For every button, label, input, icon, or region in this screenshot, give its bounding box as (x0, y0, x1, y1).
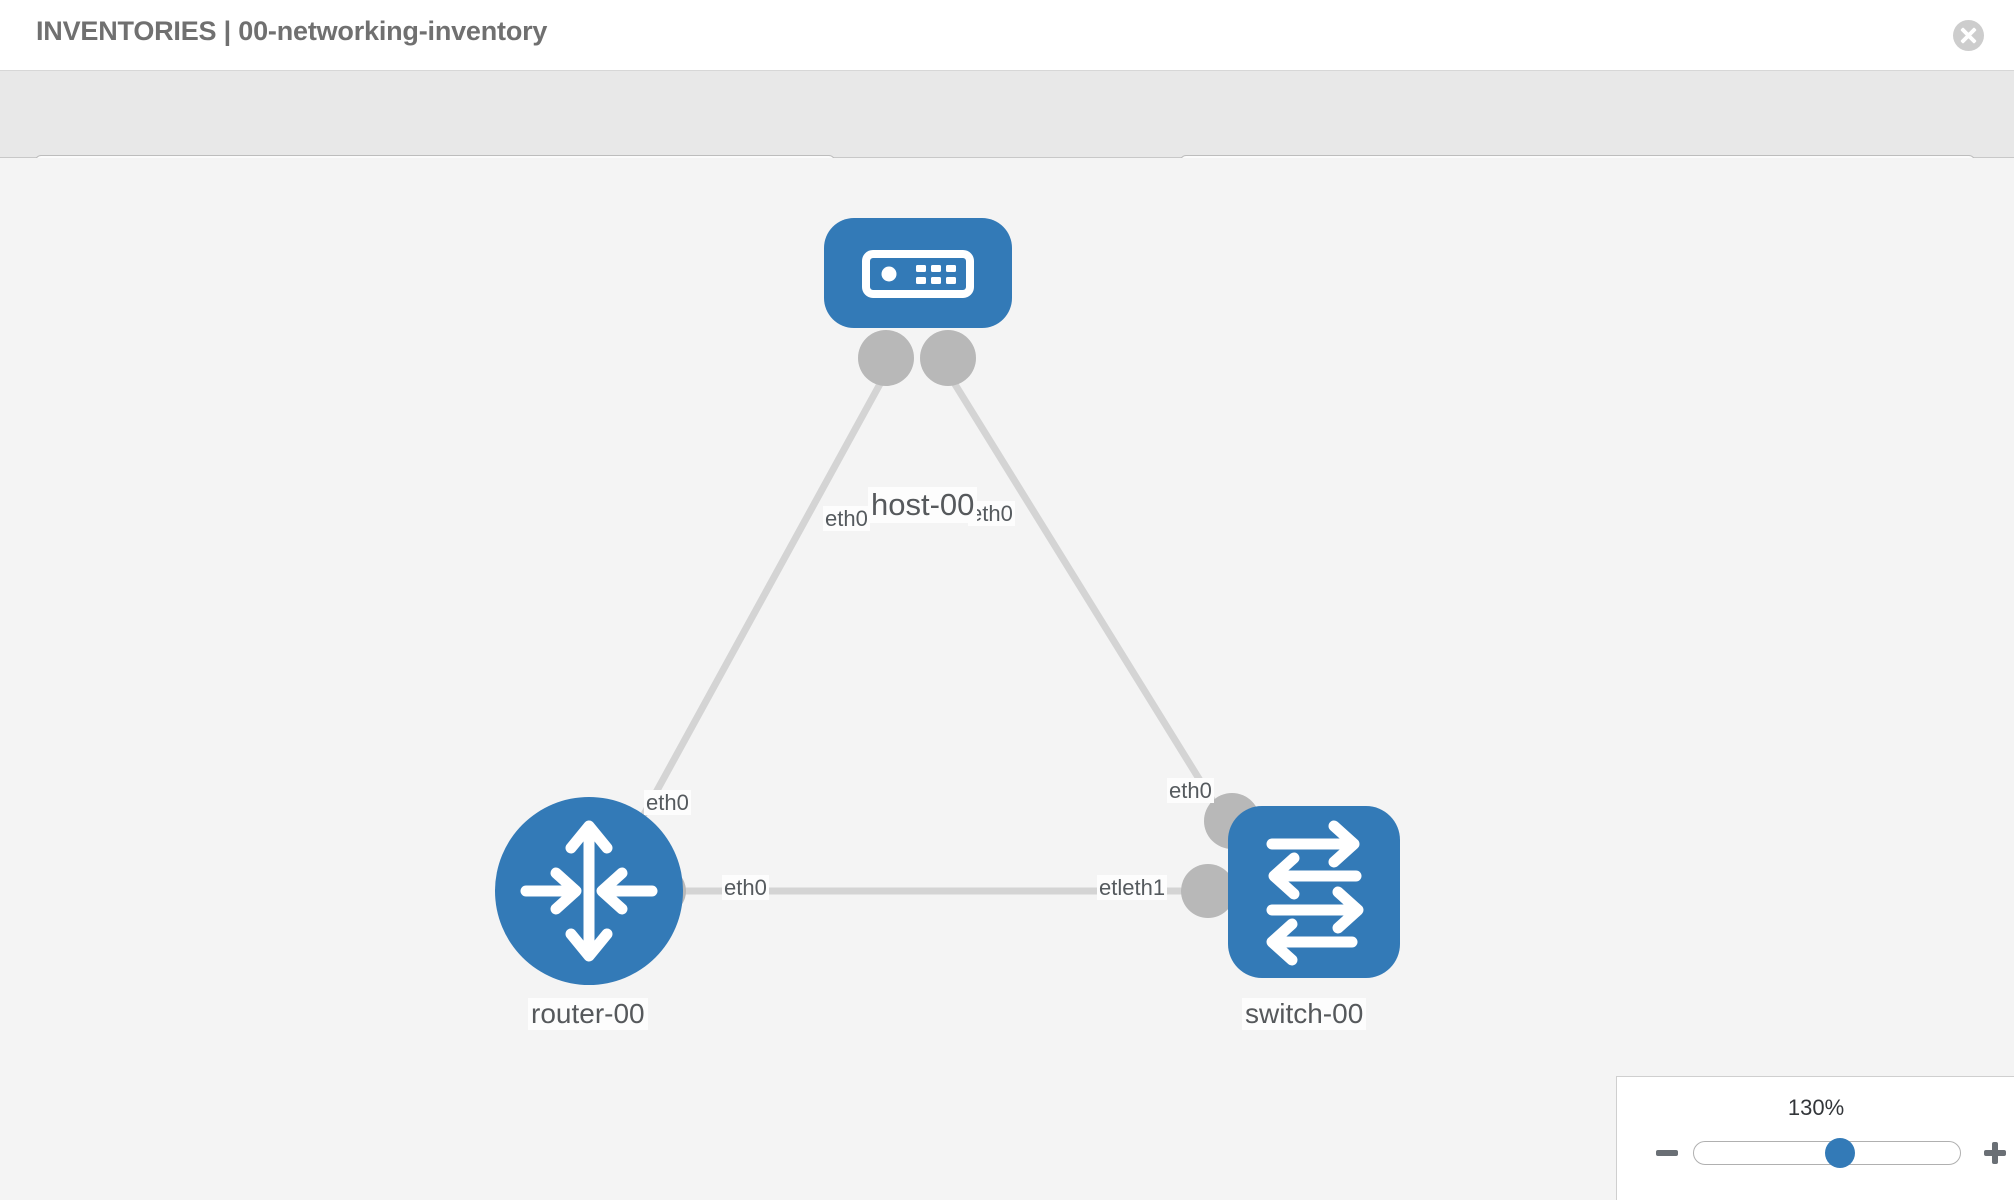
node-label-router-00: router-00 (528, 998, 648, 1030)
server-icon (862, 250, 974, 298)
node-switch-00 (1228, 806, 1400, 978)
edge-label-router-right: eth0 (722, 875, 769, 901)
zoom-slider-row (1617, 1133, 2014, 1173)
close-icon[interactable] (1953, 20, 1984, 51)
switch-arrows-icon (1266, 820, 1364, 966)
router-arrows-icon (520, 820, 658, 962)
link-host-switch (945, 371, 1251, 860)
edge-label-switch-up: eth0 (1167, 778, 1214, 804)
port-switch-eth1-left (1181, 864, 1235, 918)
zoom-slider[interactable] (1693, 1138, 1961, 1168)
edge-label-switch-left: etleth1 (1097, 875, 1168, 901)
minus-icon (1656, 1150, 1678, 1156)
node-router-00 (495, 797, 683, 985)
node-host-00 (824, 218, 1012, 328)
edge-label-host-left: eth0 (823, 506, 870, 532)
zoom-slider-thumb[interactable] (1825, 1138, 1856, 1168)
node-label-host-00: host-00 (868, 487, 978, 523)
page-title: INVENTORIES | 00-networking-inventory (36, 16, 548, 46)
window-header: INVENTORIES | 00-networking-inventory (0, 0, 2014, 71)
node-label-switch-00: switch-00 (1242, 998, 1367, 1030)
link-host-router (616, 371, 890, 860)
toolbar: ACTIONS SEARCH (0, 71, 2014, 205)
zoom-level-value: 130% (1787, 1095, 1845, 1120)
topology-graph (495, 218, 1400, 985)
plus-icon (1984, 1142, 2006, 1164)
edge-label-router-up: eth0 (644, 790, 691, 816)
zoom-out-button[interactable] (1647, 1133, 1687, 1173)
zoom-in-button[interactable] (1975, 1133, 2014, 1173)
port-host-eth0-right (920, 330, 976, 386)
topology-canvas[interactable]: eth0 eth0 host-00 eth0 eth0 eth0 etleth1… (0, 158, 2014, 1200)
zoom-control-panel: 130% (1616, 1076, 2014, 1200)
topology-links (616, 371, 1251, 895)
topology-ports (638, 330, 1260, 918)
port-host-eth0-left (858, 330, 914, 386)
